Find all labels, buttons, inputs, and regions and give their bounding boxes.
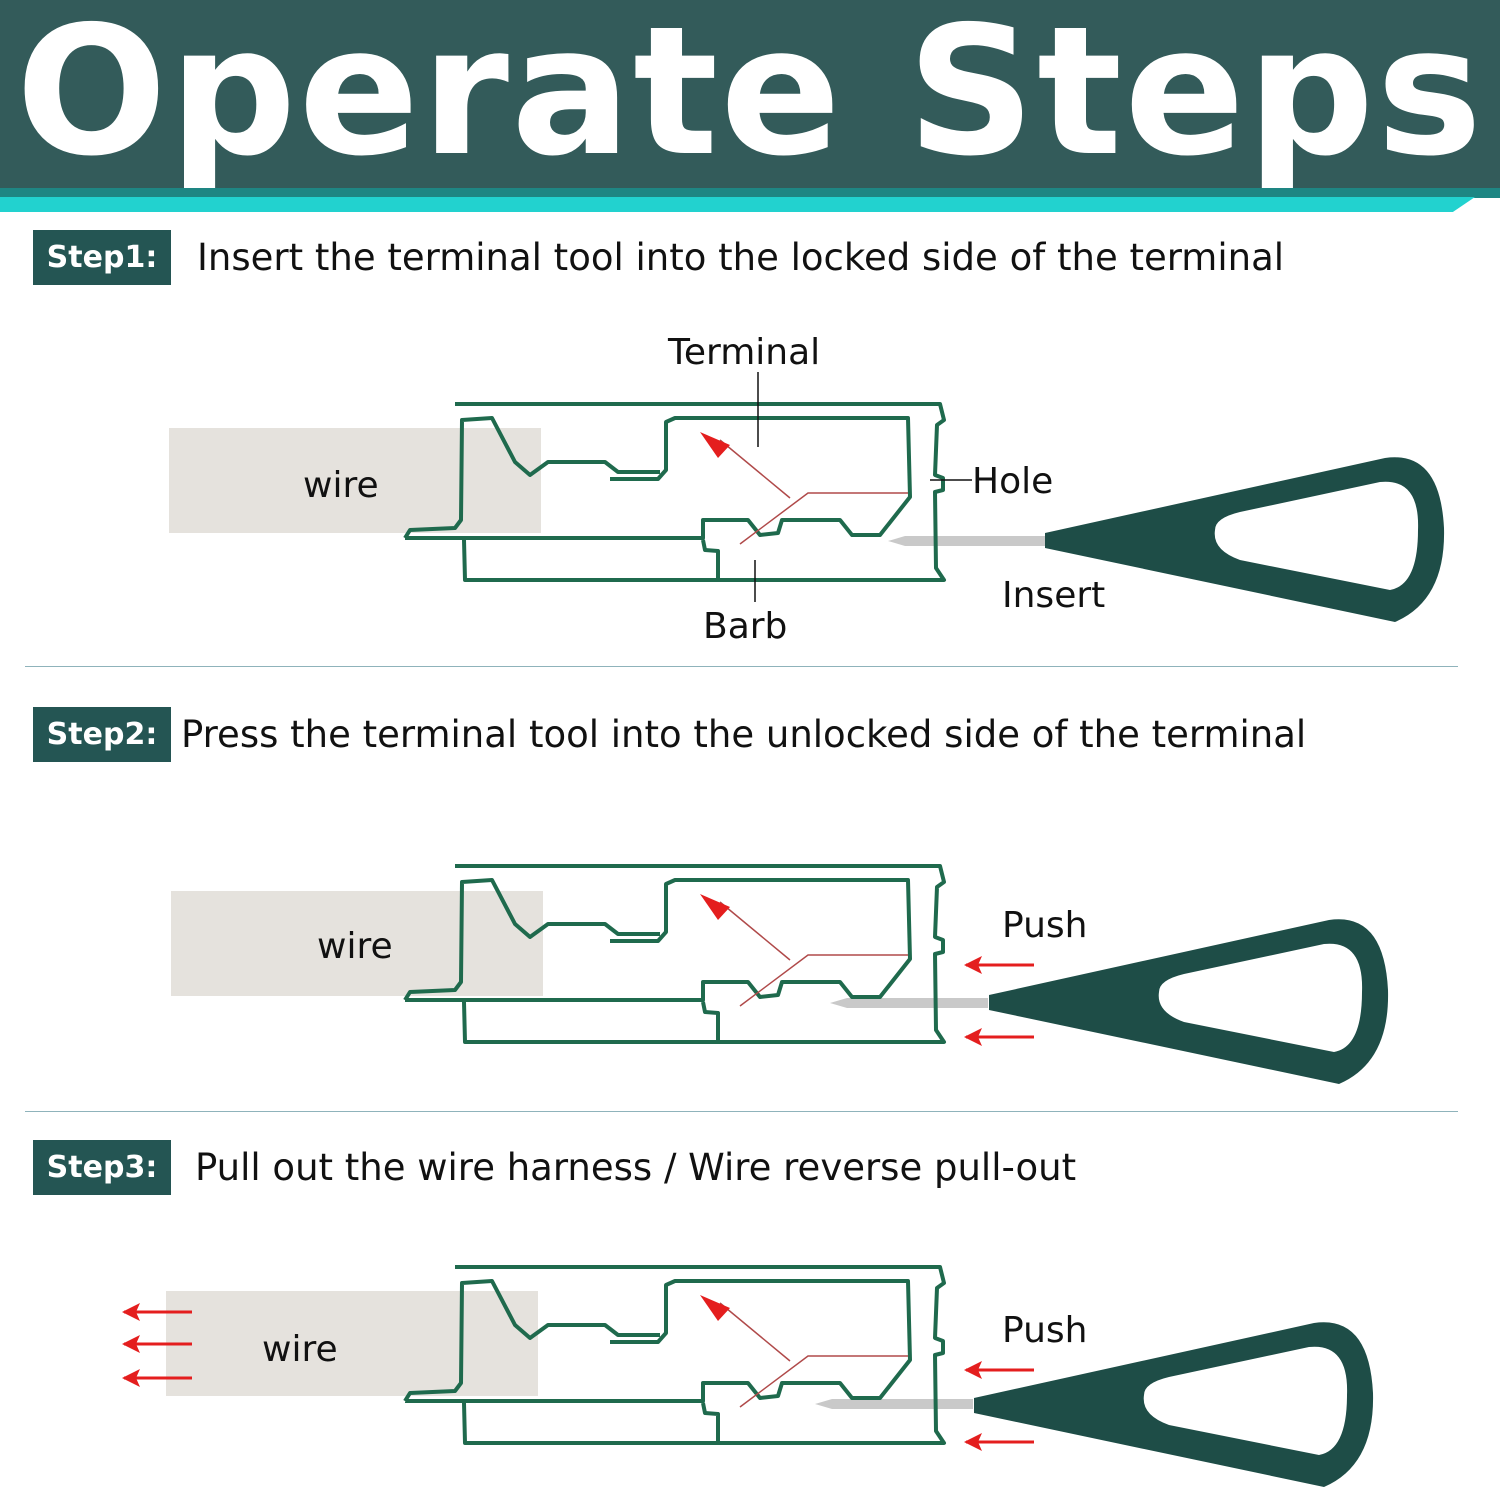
wire-block xyxy=(166,1291,538,1396)
tool-needle xyxy=(815,1399,973,1409)
push-arrow-icon xyxy=(962,954,1036,976)
divider xyxy=(25,1111,1458,1112)
push-label: Push xyxy=(1002,905,1087,946)
tool-needle xyxy=(888,536,1046,546)
step3-text: Pull out the wire harness / Wire reverse… xyxy=(195,1146,1077,1189)
tool-needle xyxy=(830,998,988,1008)
wire-label: wire xyxy=(303,465,379,506)
insert-label: Insert xyxy=(1002,575,1105,616)
push-label: Push xyxy=(1002,1310,1087,1351)
step3-badge: Step3: xyxy=(33,1140,171,1195)
step2-text: Press the terminal tool into the unlocke… xyxy=(181,713,1307,756)
header-accent-stripe xyxy=(0,197,1475,212)
step2-badge: Step2: xyxy=(33,707,171,762)
wire-label: wire xyxy=(262,1329,338,1370)
barb-label: Barb xyxy=(703,606,787,647)
step1-badge: Step1: xyxy=(33,230,171,285)
push-arrow-icon xyxy=(962,1359,1036,1381)
hole-label: Hole xyxy=(972,461,1053,502)
divider xyxy=(25,666,1458,667)
header-stripe xyxy=(0,188,1500,198)
callout-lines xyxy=(754,372,972,602)
wire-label: wire xyxy=(317,926,393,967)
terminal-label: Terminal xyxy=(667,332,820,373)
push-arrow-icon xyxy=(962,1026,1036,1048)
push-arrow-icon xyxy=(962,1431,1036,1453)
page-title: Operate Steps xyxy=(15,0,1485,195)
step1-text: Insert the terminal tool into the locked… xyxy=(197,236,1285,279)
header-banner: Operate Steps xyxy=(0,0,1500,195)
wire-block xyxy=(171,891,543,996)
wire-block xyxy=(169,428,541,533)
